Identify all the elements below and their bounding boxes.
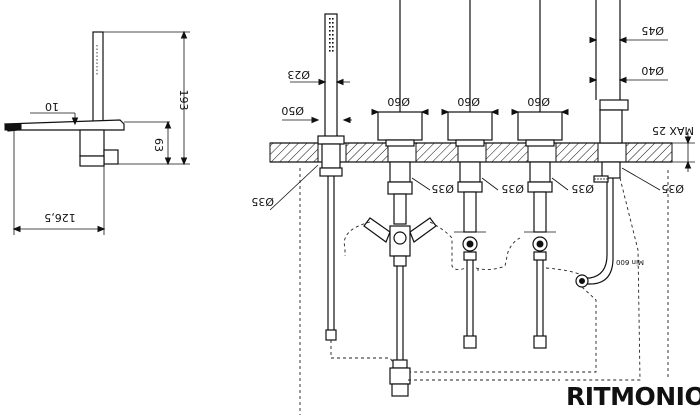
dim-spout-mid: Ø40: [641, 64, 664, 77]
hoses: [343, 177, 641, 381]
valve-2: Ø60 Ø35: [441, 0, 524, 349]
side-spout-tip: [4, 123, 22, 131]
side-lever: [103, 149, 119, 165]
dim-hand-diam: Ø23: [287, 68, 310, 81]
dim-spout-top: Ø45: [641, 24, 664, 37]
dim-hole-valve3: Ø35: [571, 182, 594, 195]
handshower-body: [324, 13, 338, 143]
brand-logo: RITMONIO: [566, 382, 700, 411]
dim-63: 63: [152, 138, 165, 152]
dim-hole-valve1: Ø35: [431, 182, 454, 195]
side-base: [79, 129, 105, 157]
side-view: 193 63 10 126,5: [4, 30, 190, 235]
dim-valve2-diam: Ø60: [457, 95, 480, 108]
max-thickness-dim: MAX 25: [652, 124, 695, 172]
valve-3-handle: [517, 111, 563, 141]
spout-head: [599, 99, 629, 111]
dim-valve3-diam: Ø60: [527, 95, 550, 108]
dim-max-25: MAX 25: [652, 124, 694, 137]
dim-10: 10: [45, 100, 59, 113]
valve-3: Ø60 Ø35: [511, 0, 594, 349]
side-handshower: [92, 31, 104, 123]
dim-hole-hand: Ø35: [251, 195, 274, 208]
min-length-label: Min 600: [616, 258, 644, 266]
spout: Ø45 Ø40 Ø35 Min 600: [575, 0, 684, 288]
dim-hole-spout: Ø35: [661, 182, 684, 195]
dim-valve1-diam: Ø60: [387, 95, 410, 108]
side-spout: [4, 119, 125, 132]
handshower: Ø23 Ø50 Ø35: [251, 13, 396, 366]
valve-1-handle: [377, 111, 423, 141]
dim-hole-valve2: Ø35: [501, 182, 524, 195]
dim-126-5: 126,5: [44, 211, 76, 224]
dim-193: 193: [177, 90, 190, 111]
valve-2-handle: [447, 111, 493, 141]
dim-ring-diam: Ø50: [281, 104, 304, 117]
valve-1: Ø60 Ø35: [363, 0, 454, 397]
